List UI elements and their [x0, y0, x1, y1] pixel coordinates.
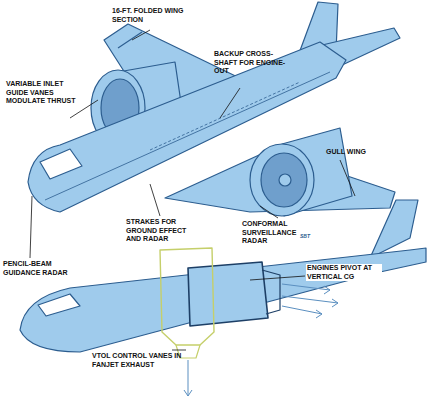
fuselage [28, 42, 346, 212]
callout-label: CONFORMAL SURVEILLANCE RADAR [242, 220, 306, 246]
engine-nozzle [262, 270, 280, 314]
artist-signature: SBT [300, 232, 310, 241]
engine-cruise-position [188, 262, 268, 326]
strake-line [45, 72, 330, 200]
leader-lines [30, 30, 355, 350]
callout-label: STRAKES FOR GROUND EFFECT AND RADAR [126, 218, 196, 244]
fold-line [118, 32, 142, 48]
cross-shaft [150, 82, 300, 150]
cockpit-window [40, 149, 82, 179]
callout-label: GULL WING [326, 148, 366, 157]
engine-vtol-position [160, 248, 214, 345]
spinner [279, 174, 291, 186]
near-wing [165, 150, 395, 212]
callout-label: 16-FT. FOLDED WING SECTION [112, 7, 204, 24]
near-engine-inlet [250, 144, 314, 216]
side-fuselage [20, 248, 426, 352]
exhaust-arrows [184, 284, 338, 396]
side-cockpit-window [38, 294, 80, 316]
callout-label: ENGINES PIVOT AT VERTICAL CG [306, 264, 382, 281]
callout-label: BACKUP CROSS-SHAFT FOR ENGINE-OUT [214, 50, 286, 76]
callout-label: VARIABLE INLET GUIDE VANES MODULATE THRU… [6, 80, 86, 106]
near-engine-fan [261, 153, 307, 207]
callout-label: VTOL CONTROL VANES IN FANJET EXHAUST [92, 352, 186, 369]
callout-label: PENCIL-BEAM GUIDANCE RADAR [3, 260, 77, 277]
